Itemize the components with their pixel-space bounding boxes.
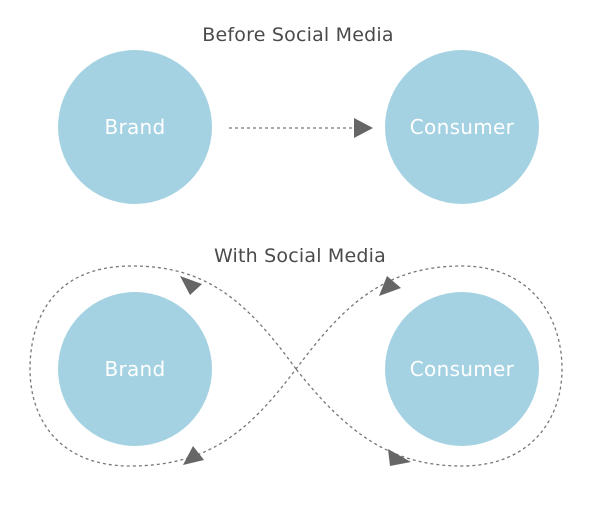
consumer-node-before: Consumer xyxy=(385,50,539,204)
brand-node-before-label: Brand xyxy=(104,115,166,139)
loop-arrowhead-bottom-left xyxy=(183,446,204,465)
consumer-node-with: Consumer xyxy=(385,292,539,446)
one-way-arrowhead xyxy=(354,118,373,138)
consumer-node-with-label: Consumer xyxy=(409,357,515,381)
with-social-media-title: With Social Media xyxy=(213,245,387,267)
brand-node-before: Brand xyxy=(58,50,212,204)
infinity-loop-path xyxy=(29,265,563,467)
before-social-media-title: Before Social Media xyxy=(202,24,394,46)
brand-node-with: Brand xyxy=(58,292,212,446)
loop-arrowhead-top-left xyxy=(180,276,202,295)
loop-arrowhead-bottom-right xyxy=(388,449,411,466)
consumer-node-before-label: Consumer xyxy=(409,115,515,139)
brand-node-with-label: Brand xyxy=(104,357,166,381)
loop-arrowhead-top-right xyxy=(379,276,401,296)
